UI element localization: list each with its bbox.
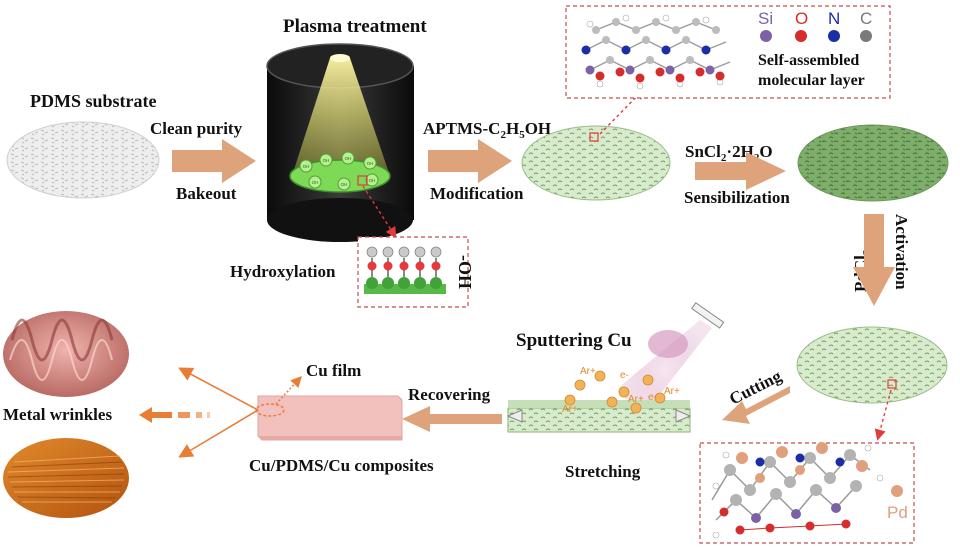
process-arrow-recovering bbox=[402, 406, 502, 432]
ar-ion-2: Ar+ bbox=[628, 394, 644, 405]
stretching-label: Stretching bbox=[565, 462, 641, 481]
modified-pdms-disc bbox=[521, 125, 671, 201]
pdms-substrate-label: PDMS substrate bbox=[30, 91, 157, 111]
plasma-chamber: OH OH OH OH OH OH OH bbox=[266, 43, 414, 242]
plasma-oh-5: OH bbox=[312, 180, 319, 185]
plasma-oh-6: OH bbox=[341, 182, 348, 187]
legend-si-dot bbox=[760, 30, 772, 42]
metal-wrinkles-label: Metal wrinkles bbox=[3, 405, 112, 424]
sputter-particles: Ar+ Ar+ Ar+ Ar+ e- e- bbox=[562, 366, 680, 415]
aptms-label: APTMS-C2H5OH bbox=[423, 119, 551, 141]
activated-pdms-disc bbox=[796, 326, 948, 404]
plasma-oh-1: OH bbox=[303, 164, 310, 169]
wrinkle-image-top bbox=[3, 311, 129, 397]
pd-inset: Pd bbox=[699, 442, 915, 544]
sensibilization-label: Sensibilization bbox=[684, 188, 790, 207]
stretch-arrow-left bbox=[506, 409, 523, 423]
plasma-oh-4: OH bbox=[367, 161, 374, 166]
fan-arrow-down bbox=[178, 409, 259, 458]
fan-arrow-up bbox=[178, 367, 259, 411]
legend-pd-dot bbox=[891, 485, 903, 497]
wrinkle-image-bottom bbox=[3, 438, 129, 518]
zoom-line-pd bbox=[874, 389, 892, 441]
wrinkle-pointer bbox=[139, 407, 210, 423]
sam-inset: Si O N C Self-assembled molecular layer bbox=[565, 5, 891, 99]
cu-film-label: Cu film bbox=[306, 361, 361, 380]
legend-pd: Pd bbox=[887, 503, 908, 522]
process-arrow-3 bbox=[695, 152, 786, 190]
cu-pdms-cu-composite bbox=[255, 395, 403, 441]
process-arrow-4 bbox=[853, 214, 895, 306]
legend-o: O bbox=[795, 9, 808, 28]
plasma-oh-7: OH bbox=[369, 178, 376, 183]
sputtering-cu-label: Sputtering Cu bbox=[516, 330, 632, 351]
composites-label: Cu/PDMS/Cu composites bbox=[249, 456, 434, 475]
bakeout-label: Bakeout bbox=[176, 184, 237, 203]
ar-ion-4: Ar+ bbox=[664, 386, 680, 397]
legend-n: N bbox=[828, 9, 840, 28]
oh-group-label: -OH bbox=[455, 255, 475, 289]
process-arrow-1 bbox=[172, 139, 256, 183]
legend-o-dot bbox=[795, 30, 807, 42]
legend-c-dot bbox=[860, 30, 872, 42]
electron-1: e- bbox=[620, 370, 629, 381]
modification-label: Modification bbox=[430, 184, 524, 203]
process-arrow-cutting bbox=[722, 386, 790, 424]
stretch-arrow-right bbox=[675, 409, 692, 423]
legend-n-dot bbox=[828, 30, 840, 42]
zoom-line-hydroxylation bbox=[362, 185, 397, 239]
legend-c: C bbox=[860, 9, 872, 28]
legend-si: Si bbox=[758, 9, 773, 28]
sensitized-pdms-disc bbox=[797, 124, 949, 202]
recovering-label: Recovering bbox=[408, 385, 491, 404]
cutting-label: Cutting bbox=[726, 366, 785, 408]
pdms-substrate-disc bbox=[6, 121, 160, 199]
plasma-treatment-label: Plasma treatment bbox=[283, 16, 427, 37]
hydroxylation-label: Hydroxylation bbox=[230, 262, 336, 281]
ar-ion-3: Ar+ bbox=[562, 404, 578, 415]
process-arrow-2 bbox=[428, 139, 512, 183]
ar-ion-1: Ar+ bbox=[580, 366, 596, 377]
sputter-substrate bbox=[506, 400, 692, 433]
sam-label-line1: Self-assembled bbox=[758, 52, 859, 69]
plasma-oh-3: OH bbox=[345, 156, 352, 161]
zoom-line-sam bbox=[599, 87, 645, 135]
clean-purity-label: Clean purity bbox=[150, 119, 243, 138]
hydroxylation-inset: -OH bbox=[357, 236, 475, 308]
plasma-oh-2: OH bbox=[323, 158, 330, 163]
activation-label: Activation bbox=[892, 214, 911, 290]
sputter-target bbox=[618, 302, 725, 420]
cu-film-pointer bbox=[275, 375, 302, 405]
sam-label-line2: molecular layer bbox=[758, 72, 865, 89]
electron-2: e- bbox=[648, 392, 657, 403]
